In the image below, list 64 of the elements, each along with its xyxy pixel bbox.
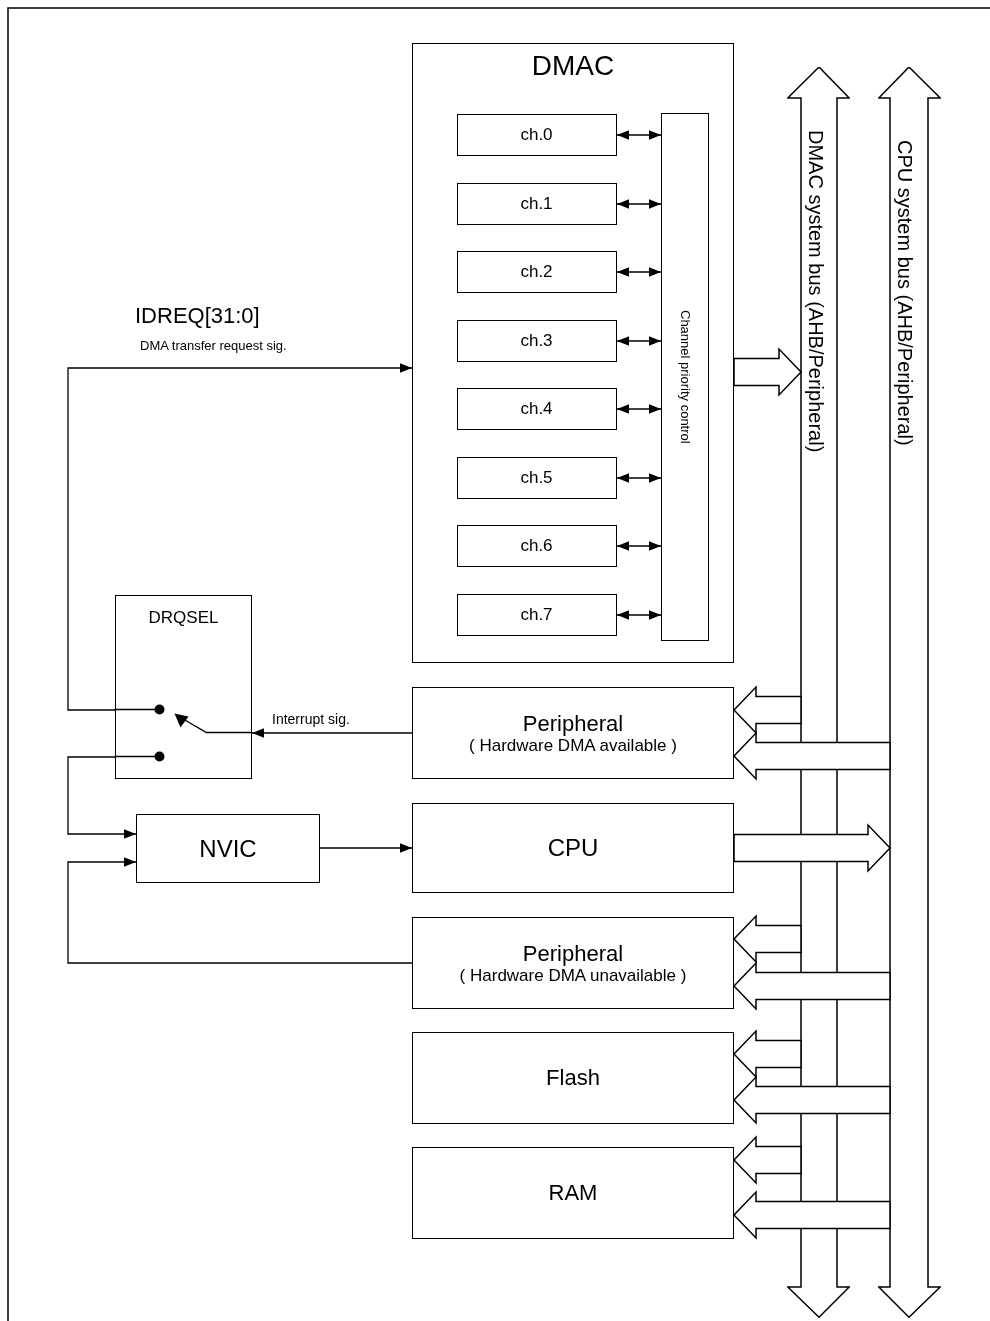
double-arrow [616, 610, 662, 620]
block-arrow [732, 685, 802, 735]
peripheral-box [412, 687, 734, 779]
double-arrow [616, 473, 662, 483]
bus-label: DMAC system bus (AHB/Peripheral) [804, 130, 827, 453]
block-arrow [732, 731, 891, 781]
arrow [251, 728, 413, 738]
control-bar [660, 112, 709, 641]
block-title: Peripheral [522, 710, 624, 736]
block-title: Peripheral [522, 940, 624, 966]
channel-box [456, 456, 617, 499]
block-arrow [733, 823, 892, 873]
selector-box [115, 595, 252, 779]
channel-box [456, 524, 617, 567]
block-title: CPU [547, 834, 599, 862]
channel-label: ch.5 [520, 467, 553, 488]
double-arrow [616, 404, 662, 414]
channel-box [456, 250, 617, 293]
channel-label: ch.3 [520, 330, 553, 351]
block-title: NVIC [199, 834, 257, 863]
control-label: Channel priority control [677, 309, 692, 444]
block-subtitle: ( Hardware DMA available ) [469, 735, 677, 756]
block-arrow [732, 1190, 891, 1240]
selector-title: DRQSEL [148, 608, 219, 628]
channel-box [456, 593, 617, 636]
block-title: Flash [546, 1065, 600, 1091]
channel-box [456, 319, 617, 362]
controller-box [136, 814, 320, 883]
bus-label: CPU system bus (AHB/Peripheral) [893, 140, 916, 446]
block-arrow [732, 914, 802, 964]
module-box [412, 43, 734, 663]
double-arrow [616, 130, 662, 140]
block-title: RAM [548, 1180, 598, 1206]
channel-label: ch.6 [520, 535, 553, 556]
signal-label: DMA transfer request sig. [140, 339, 287, 354]
memory-box [412, 1032, 734, 1124]
arrow [67, 756, 137, 839]
double-arrow [616, 199, 662, 209]
edge-label: Interrupt sig. [272, 711, 350, 728]
arrow [67, 363, 413, 711]
block-arrow [732, 1029, 802, 1079]
block-arrow [732, 1075, 891, 1125]
channel-box [456, 387, 617, 430]
channel-label: ch.4 [520, 398, 553, 419]
arrow [67, 857, 413, 964]
double-arrow [616, 267, 662, 277]
bus-arrow [878, 67, 941, 1318]
channel-label: ch.2 [520, 261, 553, 282]
block-arrow [733, 347, 803, 397]
double-arrow [616, 336, 662, 346]
arrow [319, 843, 413, 853]
processor-box [412, 803, 734, 893]
channel-label: ch.1 [520, 193, 553, 214]
peripheral-box [412, 917, 734, 1009]
channel-box [456, 182, 617, 225]
channel-box [456, 113, 617, 156]
block-arrow [732, 961, 891, 1011]
channel-label: ch.7 [520, 604, 553, 625]
channel-label: ch.0 [520, 124, 553, 145]
block-arrow [732, 1135, 802, 1185]
block-subtitle: ( Hardware DMA unavailable ) [459, 965, 687, 986]
double-arrow [616, 541, 662, 551]
module-title: DMAC [531, 50, 615, 83]
memory-box [412, 1147, 734, 1239]
